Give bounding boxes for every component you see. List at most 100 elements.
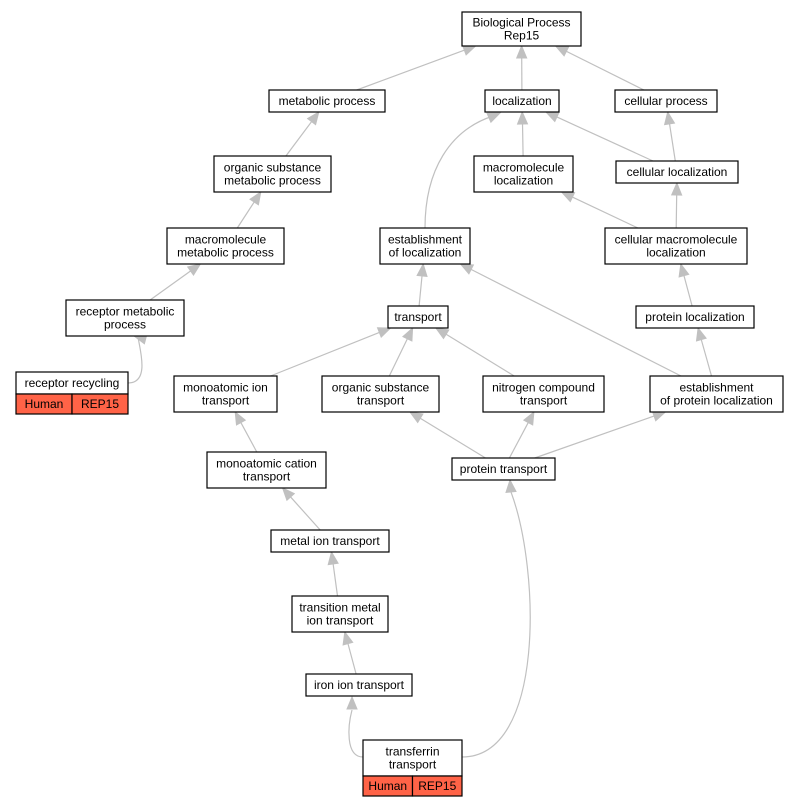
edge-line: [285, 120, 313, 157]
edge-macroloc-to-localization: [516, 110, 529, 157]
node-label: monoatomic ion: [183, 381, 268, 395]
edge-arrowhead: [505, 478, 517, 493]
node-label: transport: [394, 310, 442, 324]
node-label: transport: [389, 758, 437, 772]
node-label: cellular localization: [627, 165, 728, 179]
edge-line: [236, 200, 256, 229]
node-box: [614, 89, 718, 113]
edge-cellmacroloc-to-cellloc: [670, 181, 683, 229]
edge-line: [571, 196, 639, 229]
node-label: transferrin: [385, 745, 439, 759]
edge-line: [388, 337, 409, 377]
edge-arrowhead: [651, 410, 667, 422]
edge-arrowhead: [516, 110, 529, 125]
edge-transport-to-estloc: [416, 262, 428, 307]
edge-estprot-to-protloc: [695, 326, 713, 377]
edge-line: [348, 709, 364, 758]
node-label: cellular process: [624, 94, 707, 108]
go-term-node-protloc[interactable]: protein localization: [635, 305, 755, 329]
edge-line: [418, 274, 423, 307]
edge-arrowhead: [186, 263, 202, 277]
edge-line: [555, 116, 654, 162]
edge-cellmacroloc-to-macroloc: [560, 191, 639, 229]
node-box: [379, 227, 471, 265]
edge-localization-to-bp: [515, 44, 528, 91]
node-label: transport: [357, 394, 405, 408]
edge-arrowhead: [416, 262, 428, 277]
edge-estloc-to-localization: [424, 112, 502, 229]
node-label: nitrogen compound: [492, 381, 595, 395]
edge-prottrans-to-orgtrans: [408, 411, 486, 459]
node-label: macromolecule: [483, 161, 565, 175]
node-label: transport: [520, 394, 568, 408]
edge-arrowhead: [459, 263, 475, 275]
edge-arrowhead: [461, 44, 477, 56]
edge-cellloc-to-localization: [544, 111, 654, 162]
go-term-node-localization[interactable]: localization: [484, 89, 560, 113]
edge-line: [565, 50, 645, 91]
edge-macromet-to-orgmet: [236, 190, 262, 229]
edge-recmet-to-macromet: [149, 263, 202, 301]
node-label: receptor metabolic: [76, 305, 175, 319]
node-label: localization: [494, 174, 553, 188]
edge-metabolic-to-bp: [356, 44, 477, 91]
edge-arrowhead: [678, 262, 690, 278]
edge-arrowhead: [560, 191, 576, 203]
go-term-node-transport[interactable]: transport: [387, 305, 449, 329]
edge-arrowhead: [544, 111, 560, 123]
annotation-label: REP15: [418, 779, 456, 793]
edge-line: [461, 491, 531, 758]
edge-line: [521, 122, 524, 157]
edge-orgmet-to-metabolic: [285, 110, 320, 157]
node-label: establishment: [388, 233, 463, 247]
go-term-node-metabolic[interactable]: metabolic process: [268, 89, 386, 113]
node-box: [461, 11, 582, 47]
edge-line: [149, 269, 192, 301]
edge-arrowhead: [402, 326, 414, 342]
edge-arrowhead: [408, 411, 424, 424]
edge-prottrans-to-estprot: [534, 410, 667, 459]
node-label: establishment: [679, 381, 754, 395]
edge-recrec-to-recmet: [127, 333, 148, 384]
node-box: [604, 227, 748, 265]
edge-line: [356, 49, 466, 91]
go-term-node-cellular[interactable]: cellular process: [614, 89, 718, 113]
node-label: Rep15: [504, 29, 540, 43]
node-box: [305, 673, 413, 697]
node-label: of protein localization: [660, 394, 773, 408]
node-label: organic substance: [224, 161, 322, 175]
go-term-node-metalion[interactable]: metal ion transport: [270, 529, 390, 553]
edge-transmetal-to-metalion: [327, 550, 339, 597]
node-label: localization: [646, 246, 705, 260]
go-term-node-ironion[interactable]: iron ion transport: [305, 673, 413, 697]
node-label: metabolic process: [224, 174, 321, 188]
edge-arrowhead: [342, 630, 354, 646]
edge-line: [289, 495, 321, 531]
edge-arrowhead: [522, 410, 535, 426]
node-label: organic substance: [332, 381, 430, 395]
go-term-node-prottrans[interactable]: protein transport: [451, 457, 556, 481]
go-term-node-cellloc[interactable]: cellular localization: [615, 160, 739, 184]
node-label: protein localization: [645, 310, 744, 324]
node-box: [213, 155, 332, 193]
node-label: cellular macromolecule: [615, 233, 738, 247]
node-label: macromolecule: [185, 233, 267, 247]
edge-line: [332, 562, 339, 597]
node-label: of localization: [389, 246, 462, 260]
annotation-label: Human: [368, 779, 407, 793]
